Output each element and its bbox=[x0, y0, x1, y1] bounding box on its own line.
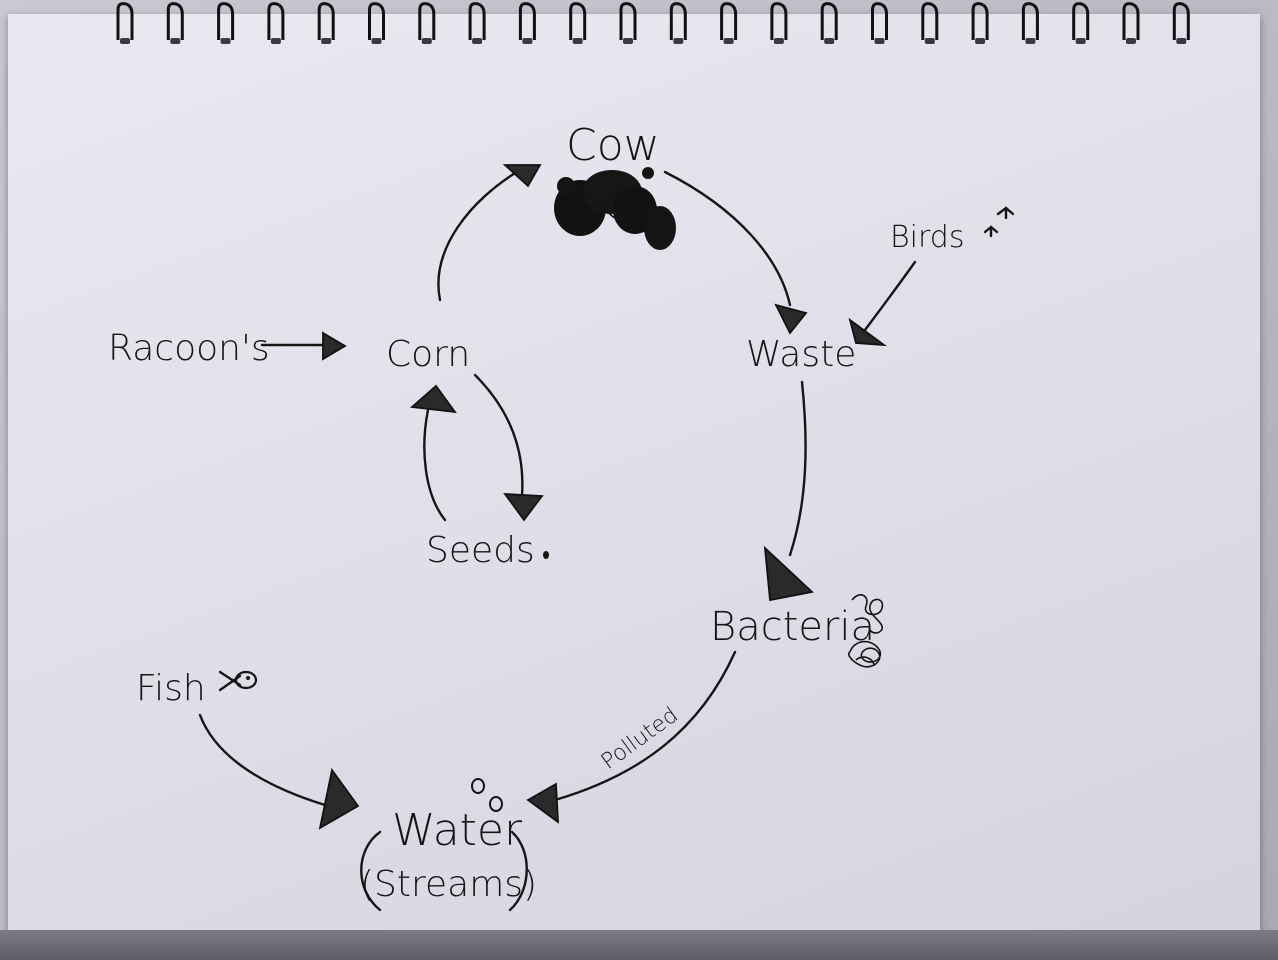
label-water: Water bbox=[392, 805, 523, 856]
arrowhead-cow bbox=[502, 164, 542, 188]
binding-hole bbox=[421, 38, 432, 44]
binding-hole bbox=[924, 38, 935, 44]
binding-ring bbox=[468, 2, 486, 40]
binding-hole bbox=[371, 38, 382, 44]
binding-hole bbox=[623, 38, 633, 44]
arrow-corn-to-cow bbox=[437, 168, 522, 302]
binding-hole bbox=[773, 38, 784, 44]
binding-ring bbox=[217, 2, 235, 40]
binding-ring bbox=[669, 2, 687, 40]
arrow-waste-to-bacteria bbox=[788, 380, 807, 557]
connectors bbox=[198, 168, 917, 807]
binding-hole bbox=[170, 38, 181, 44]
binding-hole bbox=[824, 38, 835, 44]
arrowhead-seeds bbox=[503, 492, 544, 522]
binding-ring bbox=[820, 2, 838, 40]
doodles bbox=[218, 167, 1015, 912]
stream-brackets bbox=[360, 830, 528, 912]
label-birds: Birds bbox=[890, 220, 964, 255]
binding-ring bbox=[368, 2, 385, 40]
arrow-bacteria-to-water bbox=[553, 650, 737, 802]
label-streams: (Streams) bbox=[360, 864, 537, 905]
binding-hole bbox=[874, 38, 885, 44]
binding-hole bbox=[1025, 38, 1036, 44]
binding-hole bbox=[472, 38, 483, 44]
binding-hole bbox=[522, 38, 533, 44]
binding-hole bbox=[1176, 38, 1187, 44]
binding-ring bbox=[720, 2, 738, 40]
arrowhead-water-from-fish bbox=[318, 767, 360, 830]
binding-hole bbox=[975, 38, 986, 44]
binding-ring bbox=[317, 2, 335, 40]
arrowhead-water-from-bacteria bbox=[526, 782, 559, 824]
label-waste: Waste bbox=[746, 334, 856, 375]
label-bacteria: Bacteria bbox=[710, 604, 875, 650]
label-cow: Cow bbox=[566, 120, 660, 171]
bacteria-scribbles bbox=[847, 594, 884, 668]
arrowhead-waste bbox=[774, 303, 808, 335]
cow-doodle bbox=[554, 167, 676, 250]
arrowhead-corn-from-seeds bbox=[409, 384, 457, 414]
arrowhead-bacteria bbox=[763, 545, 814, 602]
arrowhead-birds-waste bbox=[848, 317, 888, 347]
binding-hole bbox=[1126, 38, 1136, 44]
binding-ring bbox=[921, 2, 939, 40]
page-stack-edge bbox=[0, 930, 1278, 960]
binding-ring bbox=[619, 2, 637, 40]
binding-hole bbox=[673, 38, 684, 44]
binding-hole bbox=[321, 38, 332, 44]
binding-ring bbox=[418, 2, 436, 40]
arrow-seeds-to-corn bbox=[423, 408, 447, 522]
label-racoons: Racoon's bbox=[108, 328, 270, 369]
sketchbook-page bbox=[8, 14, 1260, 939]
node-labels: Cow Birds Racoon's Corn Waste Seeds Bact… bbox=[108, 120, 964, 905]
seed-dots bbox=[543, 551, 549, 559]
binding-hole bbox=[270, 38, 281, 44]
binding-hole bbox=[723, 38, 734, 44]
spiral-binding bbox=[116, 2, 1190, 44]
binding-ring bbox=[267, 2, 285, 40]
arrow-fish-to-water bbox=[198, 713, 327, 807]
fish-doodle bbox=[218, 670, 258, 692]
binding-hole bbox=[220, 38, 231, 44]
binding-ring bbox=[1172, 2, 1190, 40]
binding-ring bbox=[971, 2, 989, 40]
binding-hole bbox=[1075, 38, 1086, 44]
binding-ring bbox=[1072, 2, 1090, 40]
label-seeds: Seeds bbox=[426, 530, 535, 571]
water-droplets bbox=[471, 778, 503, 812]
binding-ring bbox=[1122, 2, 1140, 40]
arrowhead-corn-from-racoons bbox=[322, 331, 347, 361]
binding-ring bbox=[770, 2, 788, 40]
bird-marks bbox=[983, 206, 1015, 238]
binding-ring bbox=[116, 2, 134, 40]
arrow-cow-to-waste bbox=[663, 170, 792, 307]
arrow-heads bbox=[318, 164, 888, 830]
binding-ring bbox=[166, 2, 184, 40]
arrow-birds-to-waste bbox=[863, 260, 917, 332]
binding-ring bbox=[569, 2, 587, 40]
binding-hole bbox=[572, 38, 583, 44]
binding-ring bbox=[1021, 2, 1039, 40]
binding-ring bbox=[518, 2, 536, 40]
binding-hole bbox=[120, 38, 130, 44]
label-corn: Corn bbox=[386, 334, 470, 375]
binding-ring bbox=[871, 2, 888, 40]
label-fish: Fish bbox=[136, 668, 206, 709]
arrow-corn-to-seeds bbox=[473, 373, 524, 497]
